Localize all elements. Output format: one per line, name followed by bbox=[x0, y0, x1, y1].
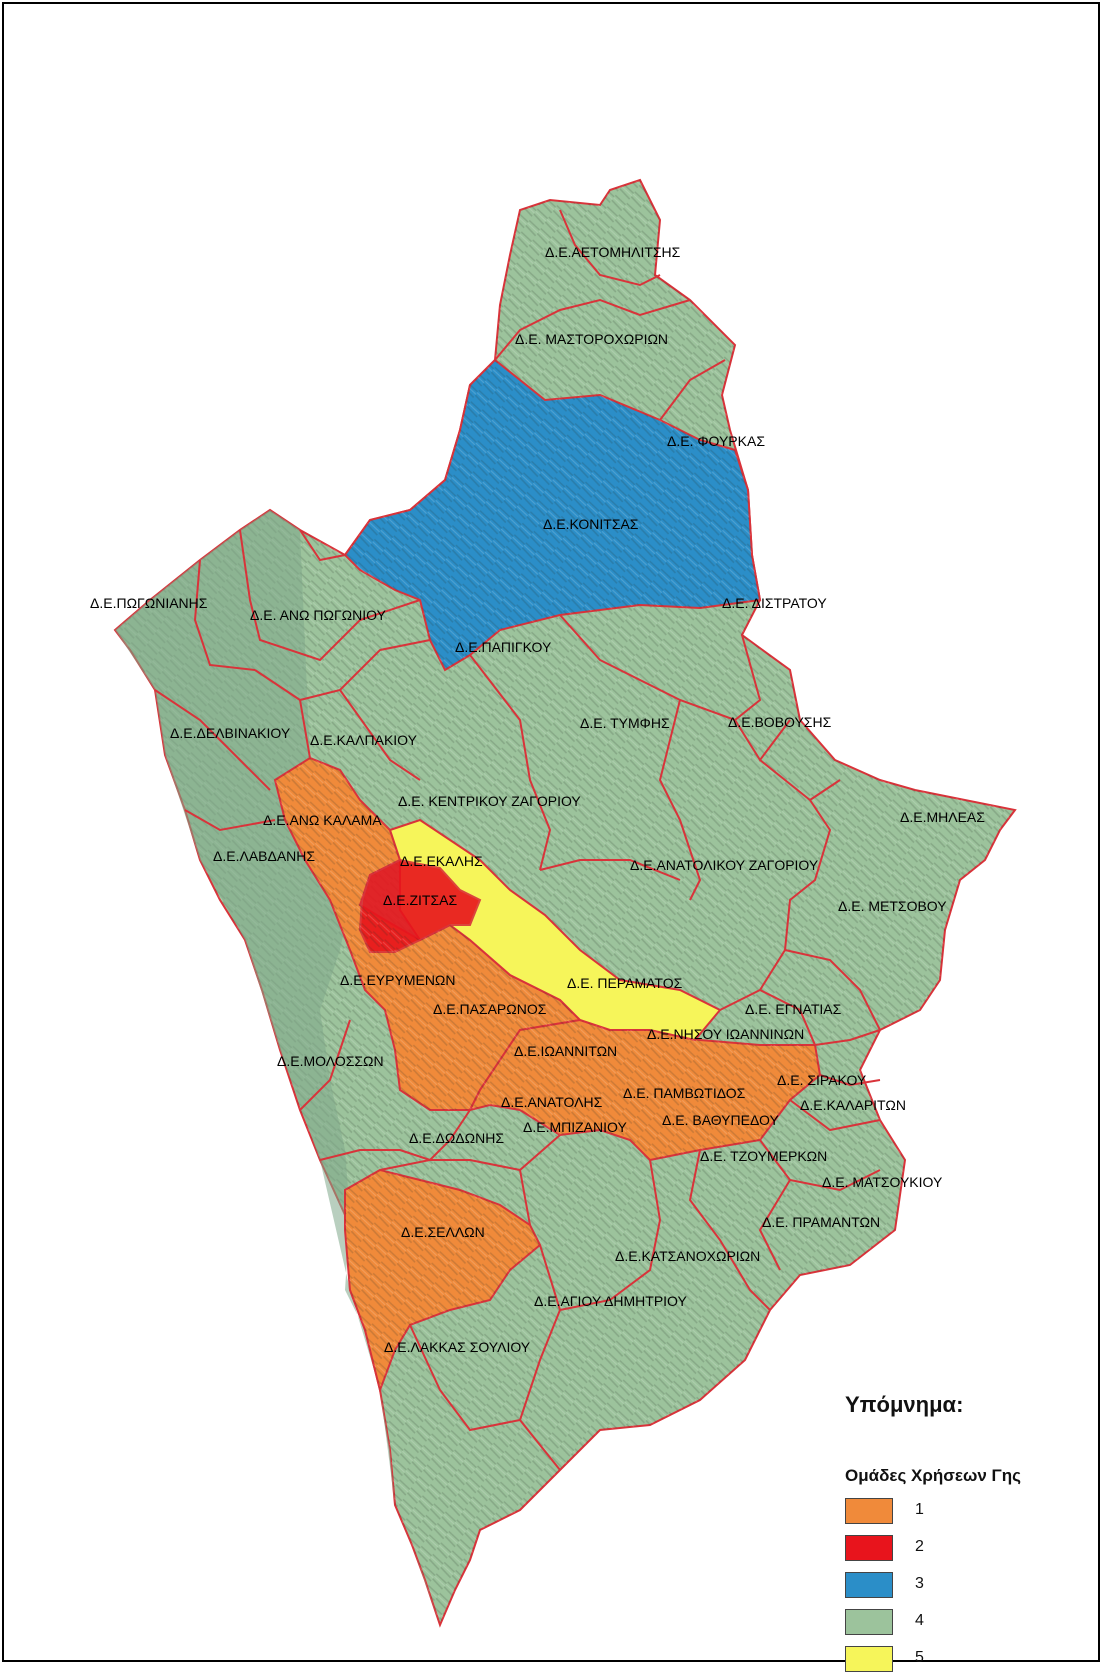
region-label-sirakou: Δ.Ε. ΣΙΡΑΚΟΥ bbox=[777, 1072, 867, 1088]
region-label-metsovou: Δ.Ε. ΜΕΤΣΟΒΟΥ bbox=[838, 898, 947, 914]
region-label-kentrikou-zagoriou: Δ.Ε. ΚΕΝΤΡΙΚΟΥ ΖΑΓΟΡΙΟΥ bbox=[398, 793, 581, 809]
region-label-sellon: Δ.Ε.ΣΕΛΛΩΝ bbox=[401, 1224, 485, 1240]
legend-swatch bbox=[845, 1498, 893, 1524]
legend: Υπόμνημα: Ομάδες Χρήσεων Γης 1 2 3 4 5 bbox=[845, 1392, 1085, 1672]
legend-item-1: 1 bbox=[845, 1498, 965, 1524]
legend-label: 3 bbox=[915, 1575, 924, 1592]
region-label-kalpakiou: Δ.Ε.ΚΑΛΠΑΚΙΟΥ bbox=[310, 732, 418, 748]
legend-item-3: 3 bbox=[845, 1572, 965, 1598]
region-label-tymfis: Δ.Ε. ΤΥΜΦΗΣ bbox=[580, 715, 670, 731]
region-label-vathypedou: Δ.Ε. ΒΑΘΥΠΕΔΟΥ bbox=[662, 1112, 779, 1128]
region-label-anatolikou-zagoriou: Δ.Ε.ΑΝΑΤΟΛΙΚΟΥ ΖΑΓΟΡΙΟΥ bbox=[630, 857, 819, 873]
legend-item-5: 5 bbox=[845, 1646, 965, 1672]
region-label-aetomilitsis: Δ.Ε.ΑΕΤΟΜΗΛΙΤΣΗΣ bbox=[545, 244, 681, 260]
legend-swatch bbox=[845, 1572, 893, 1598]
region-label-pramanton: Δ.Ε. ΠΡΑΜΑΝΤΩΝ bbox=[762, 1214, 880, 1230]
region-label-pamvotidos: Δ.Ε. ΠΑΜΒΩΤΙΔΟΣ bbox=[623, 1085, 746, 1101]
region-label-molosson: Δ.Ε.ΜΟΛΟΣΣΩΝ bbox=[277, 1053, 384, 1069]
region-label-dodonis: Δ.Ε.ΔΩΔΩΝΗΣ bbox=[409, 1130, 504, 1146]
legend-label: 5 bbox=[915, 1649, 924, 1666]
region-label-konitsas: Δ.Ε.ΚΟΝΙΤΣΑΣ bbox=[543, 516, 639, 532]
region-label-mileas: Δ.Ε.ΜΗΛΕΑΣ bbox=[900, 809, 985, 825]
region-label-fourkas: Δ.Ε. ΦΟΥΡΚΑΣ bbox=[667, 433, 765, 449]
legend-swatch bbox=[845, 1535, 893, 1561]
region-label-nisou-ioanninon: Δ.Ε.ΝΗΣΟΥ ΙΩΑΝΝΙΝΩΝ bbox=[647, 1026, 804, 1042]
region-label-peramatos: Δ.Ε. ΠΕΡΑΜΑΤΟΣ bbox=[567, 975, 683, 991]
region-label-lakkas-souliou: Δ.Ε.ΛΑΚΚΑΣ ΣΟΥΛΙΟΥ bbox=[384, 1339, 531, 1355]
region-label-lavdanis: Δ.Ε.ΛΑΒΔΑΝΗΣ bbox=[213, 848, 315, 864]
municipal-boundaries bbox=[154, 209, 881, 1471]
legend-title: Υπόμνημα: bbox=[845, 1392, 964, 1417]
region-label-mastorochorion: Δ.Ε. ΜΑΣΤΟΡΟΧΩΡΙΩΝ bbox=[515, 331, 668, 347]
legend-item-4: 4 bbox=[845, 1609, 965, 1635]
legend-swatch bbox=[845, 1646, 893, 1672]
region-label-mpizaniou: Δ.Ε.ΜΠΙΖΑΝΙΟΥ bbox=[523, 1119, 627, 1135]
region-label-pasaronos: Δ.Ε.ΠΑΣΑΡΩΝΟΣ bbox=[433, 1001, 547, 1017]
region-label-distratou: Δ.Ε. ΔΙΣΤΡΑΤΟΥ bbox=[722, 595, 827, 611]
region-label-matsoukiou: Δ.Ε. ΜΑΤΣΟΥΚΙΟΥ bbox=[822, 1174, 943, 1190]
legend-item-2: 2 bbox=[845, 1535, 965, 1561]
region-label-evrymenon: Δ.Ε.ΕΥΡΥΜΕΝΩΝ bbox=[340, 972, 456, 988]
legend-subtitle: Ομάδες Χρήσεων Γης bbox=[845, 1466, 1021, 1485]
legend-label: 4 bbox=[915, 1612, 924, 1629]
region-label-anatolis: Δ.Ε.ΑΝΑΤΟΛΗΣ bbox=[501, 1094, 603, 1110]
region-label-kalariton: Δ.Ε.ΚΑΛΑΡΙΤΩΝ bbox=[800, 1097, 906, 1113]
legend-swatch bbox=[845, 1609, 893, 1635]
region-label-ekalis: Δ.Ε.ΕΚΑΛΗΣ bbox=[400, 853, 483, 869]
region-west-shade bbox=[115, 510, 440, 1625]
region-label-katsanochorion: Δ.Ε.ΚΑΤΣΑΝΟΧΩΡΙΩΝ bbox=[615, 1248, 760, 1264]
legend-label: 1 bbox=[915, 1501, 924, 1518]
region-label-ano-kalama: Δ.Ε.ΑΝΩ ΚΑΛΑΜΑ bbox=[263, 812, 382, 828]
region-label-ano-pogoniou: Δ.Ε. ΑΝΩ ΠΩΓΩΝΙΟΥ bbox=[250, 607, 387, 623]
region-label-egnatias: Δ.Ε. ΕΓΝΑΤΙΑΣ bbox=[745, 1001, 842, 1017]
region-label-zitsas: Δ.Ε.ΖΙΤΣΑΣ bbox=[383, 892, 457, 908]
region-label-ioanniton: Δ.Ε.ΙΩΑΝΝΙΤΩΝ bbox=[514, 1043, 617, 1059]
region-label-pogonianis: Δ.Ε.ΠΩΓΩΝΙΑΝΗΣ bbox=[90, 595, 208, 611]
region-label-agiou-dimitriou: Δ.Ε.ΑΓΙΟΥ ΔΗΜΗΤΡΙΟΥ bbox=[534, 1293, 688, 1309]
legend-label: 2 bbox=[915, 1538, 924, 1555]
region-label-delvinakiou: Δ.Ε.ΔΕΛΒΙΝΑΚΙΟΥ bbox=[170, 725, 291, 741]
region-label-papigkou: Δ.Ε.ΠΑΠΙΓΚΟΥ bbox=[455, 639, 552, 655]
region-label-vovousis: Δ.Ε.ΒΟΒΟΥΣΗΣ bbox=[728, 714, 832, 730]
region-label-tzoumerkon: Δ.Ε. ΤΖΟΥΜΕΡΚΩΝ bbox=[700, 1148, 827, 1164]
relief-texture bbox=[115, 180, 1015, 1625]
